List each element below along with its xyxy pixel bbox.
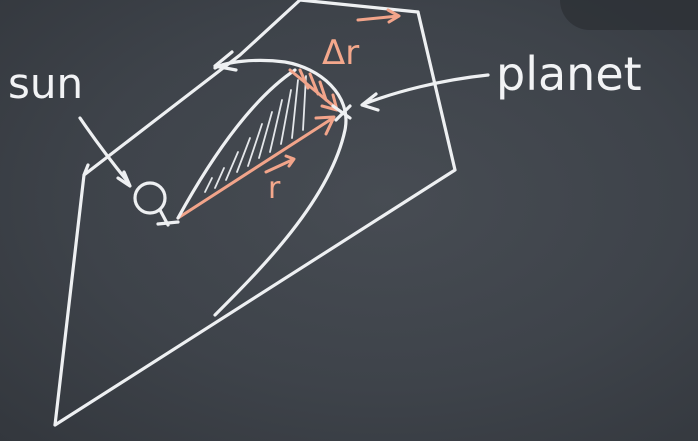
radius-vector-arrowhead — [314, 115, 336, 136]
radius-vector — [176, 116, 335, 220]
delta-r-label: Δr — [322, 33, 359, 73]
orbit-arrow — [213, 50, 238, 72]
delta-r-hatch — [298, 68, 328, 102]
radius-line-earlier — [176, 68, 297, 220]
swept-area-hatching — [204, 75, 307, 193]
planet-marker — [331, 104, 352, 122]
r-label: r — [268, 171, 281, 206]
planet-label: planet — [496, 47, 642, 101]
sun-symbol-cross — [156, 208, 180, 227]
orbital-plane — [53, 0, 457, 427]
planet-pointer-arrow — [360, 73, 490, 112]
delta-r-label-arrow — [356, 8, 401, 24]
sun-symbol — [133, 181, 167, 215]
r-label-arrow — [264, 154, 296, 174]
sun-pointer-arrow — [78, 116, 132, 188]
sun-label: sun — [8, 59, 83, 108]
delta-r-vector — [288, 68, 338, 110]
board-edge-shadow — [560, 0, 698, 30]
